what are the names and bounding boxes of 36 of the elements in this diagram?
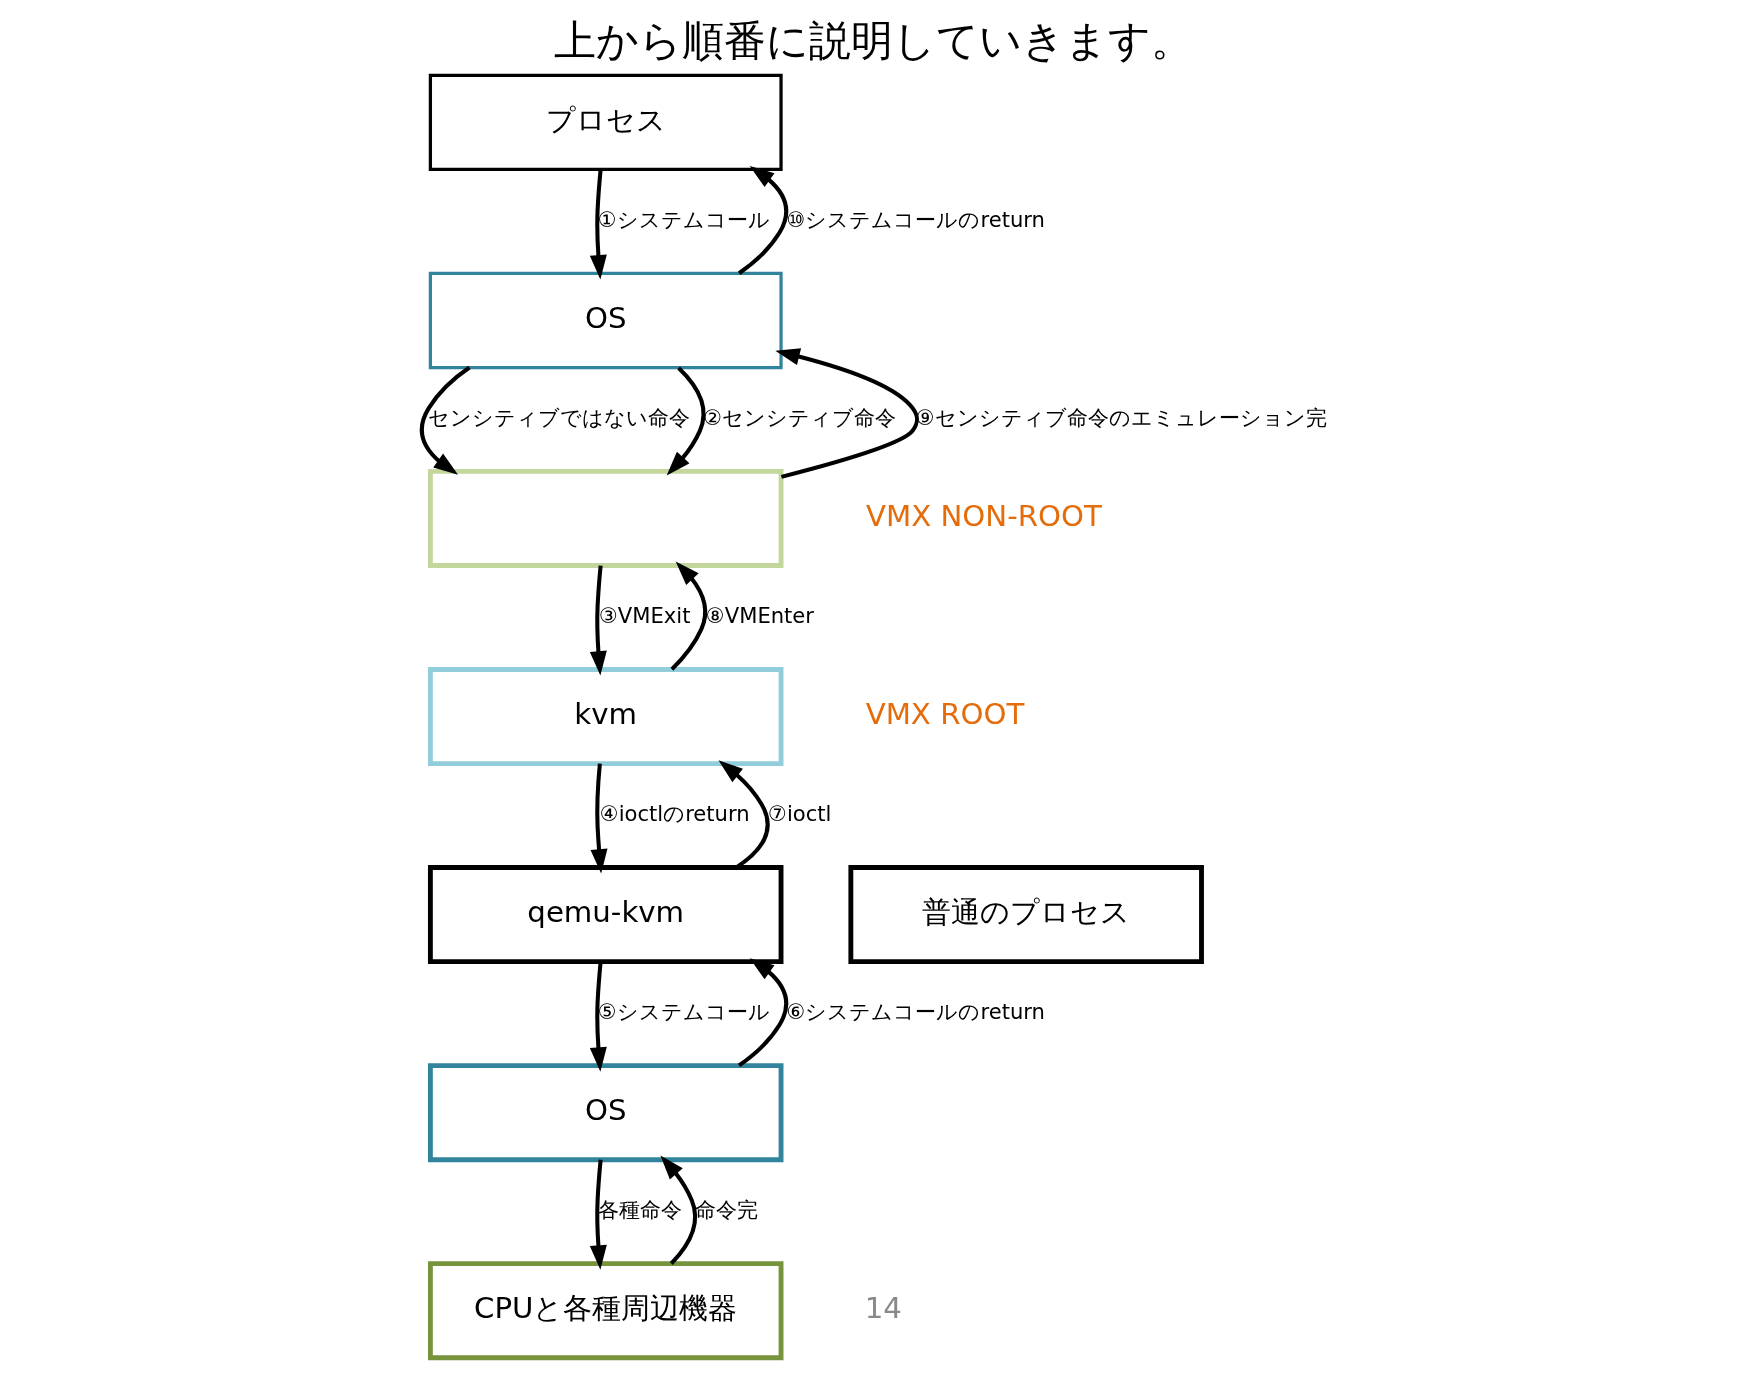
- arrow: [589, 961, 607, 1072]
- arrow: [737, 165, 789, 275]
- node-box: qemu-kvm: [427, 865, 784, 965]
- edge-label: ①システムコール: [597, 206, 770, 232]
- node-box: CPUと各種周辺機器: [427, 1261, 784, 1361]
- arrow: [419, 365, 471, 475]
- arrow: [737, 958, 789, 1068]
- edge-label: ⑥システムコールのreturn: [786, 999, 1045, 1025]
- edge-label: ③VMExit: [598, 603, 691, 629]
- arrow: [666, 366, 706, 476]
- edge-label: ⑤システムコール: [597, 999, 770, 1025]
- label: 14: [864, 1290, 902, 1325]
- arrow: [775, 348, 920, 479]
- label: VMX NON-ROOT: [866, 498, 1102, 533]
- edge-label: ⑦ioctl: [768, 801, 832, 827]
- node-box: 普通のプロセス: [848, 865, 1204, 965]
- arrow: [589, 565, 607, 676]
- edge-label: 各種命令: [597, 1197, 682, 1223]
- edge-label: 命令完: [695, 1197, 759, 1223]
- edge-label: センシティブではない命令: [428, 404, 691, 430]
- label: VMX ROOT: [865, 696, 1025, 731]
- node-box: プロセス: [428, 73, 783, 172]
- node-box: OS: [427, 1063, 784, 1163]
- arrow: [590, 763, 608, 874]
- edge-label: ⑩システムコールのreturn: [786, 206, 1045, 232]
- edge-label: ⑧VMEnter: [705, 603, 815, 629]
- edge-label: ②センシティブ命令: [703, 404, 897, 430]
- arrow: [589, 1159, 607, 1270]
- arrow: [660, 1155, 698, 1265]
- node-box: kvm: [427, 667, 784, 767]
- arrow: [589, 169, 607, 280]
- edge-label: ④ioctlのreturn: [599, 801, 750, 827]
- node-box: OS: [428, 271, 783, 370]
- node-box: [427, 468, 784, 568]
- diagram-title: 上から順番に説明していきます。: [554, 16, 1194, 66]
- arrow: [670, 561, 708, 671]
